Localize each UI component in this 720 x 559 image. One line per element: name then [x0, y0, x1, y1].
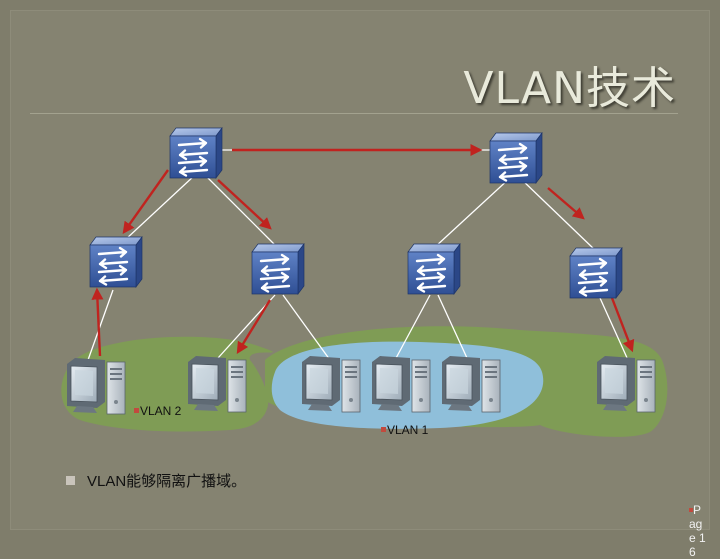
- switch-icon: [168, 126, 224, 180]
- slide-title: VLAN技术: [463, 63, 676, 114]
- computer-icon: [441, 355, 501, 413]
- bullet-item: VLAN能够隔离广播域。: [66, 470, 246, 491]
- computer-icon: [371, 355, 431, 413]
- title-divider: [30, 113, 678, 114]
- vlan1-label: VLAN 1: [381, 423, 428, 437]
- switch-icon: [88, 235, 144, 289]
- bullet-marker: [66, 476, 75, 485]
- computer-icon: [596, 355, 656, 413]
- computer-icon: [187, 355, 247, 413]
- switch-icon: [488, 131, 544, 185]
- switch-icon: [406, 242, 462, 296]
- bullet-text: VLAN能够隔离广播域。: [87, 473, 247, 490]
- network-links: [87, 149, 629, 361]
- page-marker: [689, 508, 693, 512]
- switch-icon: [250, 242, 306, 296]
- vlan-diagram: [61, 126, 668, 437]
- page-number: P age 16: [689, 503, 706, 559]
- label-marker: [134, 408, 139, 413]
- vlan2-label: VLAN 2: [134, 404, 181, 418]
- label-marker: [381, 427, 386, 432]
- computer-icon: [301, 355, 361, 413]
- computer-icon: [66, 357, 126, 415]
- switch-icon: [568, 246, 624, 300]
- broadcast-arrows: [91, 144, 635, 357]
